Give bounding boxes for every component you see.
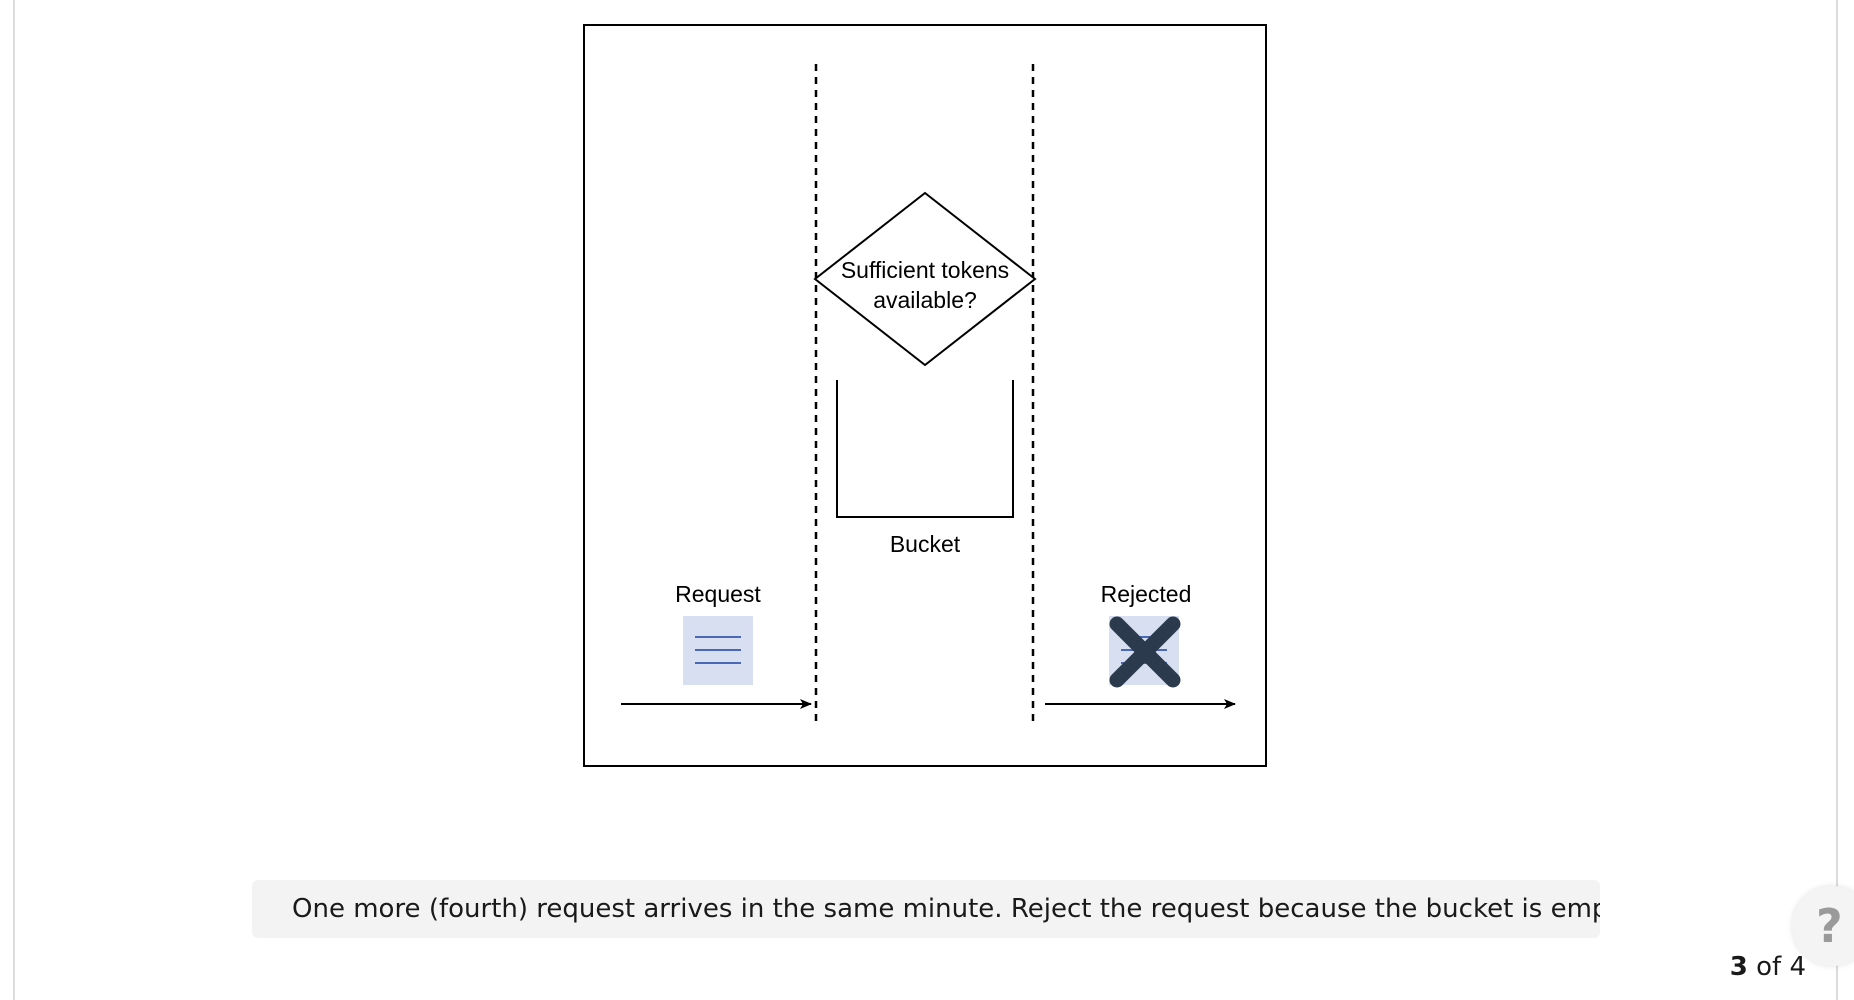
decision-diamond xyxy=(813,191,1037,367)
request-label: Request xyxy=(675,581,761,607)
frame-divider-right xyxy=(1836,0,1838,1000)
diagram-frame xyxy=(583,24,1267,767)
frame-divider-left xyxy=(13,0,15,1000)
request-document-icon xyxy=(683,616,753,685)
slide-caption: One more (fourth) request arrives in the… xyxy=(252,880,1600,938)
bucket-shape xyxy=(836,380,1014,518)
help-button[interactable]: ? xyxy=(1792,886,1854,966)
bucket-label: Bucket xyxy=(889,531,961,557)
rejected-label: Rejected xyxy=(1100,581,1192,607)
decision-text: Sufficient tokens available? xyxy=(840,257,1010,313)
pager-total: of 4 xyxy=(1756,952,1806,982)
pager-current: 3 xyxy=(1729,952,1748,982)
slide-pager: 3 of 4 xyxy=(1700,952,1806,982)
reject-x-icon xyxy=(1109,616,1181,688)
